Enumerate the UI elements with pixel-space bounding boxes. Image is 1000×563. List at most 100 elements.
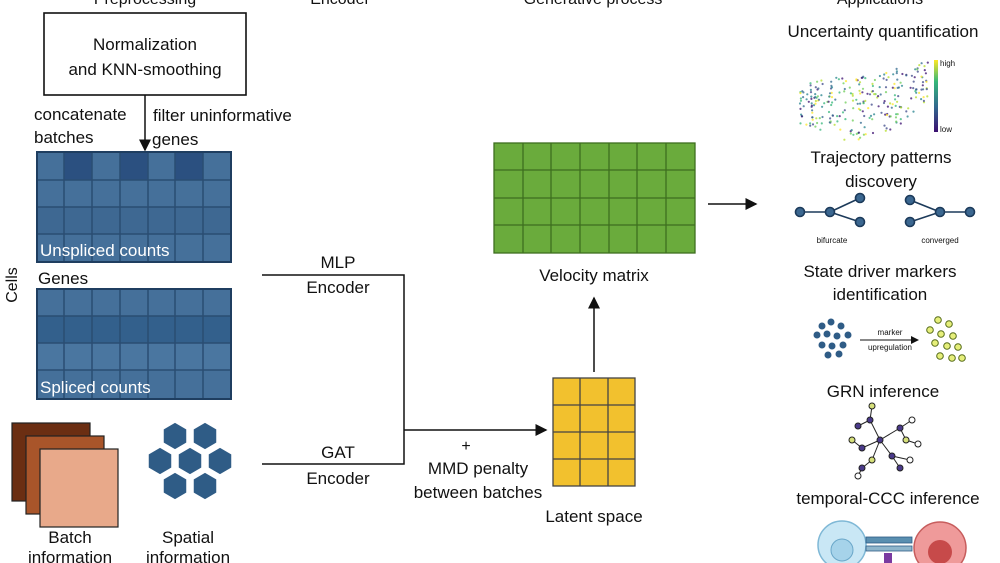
scatter-point bbox=[835, 76, 838, 79]
scatter-point bbox=[810, 102, 813, 105]
scatter-point bbox=[895, 113, 898, 116]
section-applications: Applications bbox=[837, 0, 923, 8]
scatter-point bbox=[905, 74, 908, 77]
batch-label-2: information bbox=[28, 548, 112, 563]
ccc-cells-icon bbox=[817, 520, 967, 563]
scatter-point bbox=[891, 86, 894, 89]
scatter-point bbox=[901, 72, 904, 76]
plus-label: + bbox=[461, 438, 470, 455]
scatter-point bbox=[884, 86, 888, 89]
scatter-point bbox=[810, 95, 813, 98]
scatter-point bbox=[915, 91, 918, 94]
legend-high: high bbox=[940, 59, 955, 68]
scatter-point bbox=[909, 86, 912, 89]
scatter-point bbox=[884, 113, 887, 116]
scatter-point bbox=[852, 133, 855, 136]
scatter-point bbox=[800, 115, 804, 118]
scatter-point bbox=[799, 107, 802, 110]
scatter-point bbox=[877, 95, 880, 98]
scatter-point bbox=[873, 113, 876, 116]
preprocess-box-line1: Normalization bbox=[93, 35, 197, 54]
scatter-point bbox=[802, 105, 805, 108]
scatter-point bbox=[861, 91, 864, 94]
scatter-point bbox=[878, 74, 882, 78]
scatter-point bbox=[828, 95, 831, 98]
scatter-point bbox=[843, 90, 846, 93]
scatter-point bbox=[827, 100, 830, 103]
scatter-point bbox=[838, 115, 841, 118]
scatter-point bbox=[817, 98, 821, 101]
scatter-point bbox=[889, 128, 892, 131]
scatter-point bbox=[844, 118, 847, 121]
scatter-point bbox=[831, 101, 834, 104]
scatter-point bbox=[848, 86, 851, 89]
scatter-point bbox=[841, 77, 844, 80]
scatter-point bbox=[810, 104, 814, 107]
scatter-point bbox=[836, 120, 839, 123]
scatter-point bbox=[864, 133, 867, 136]
scatter-point bbox=[925, 80, 928, 83]
scatter-point bbox=[914, 96, 918, 99]
section-encoder: Encoder bbox=[310, 0, 370, 8]
scatter-point bbox=[864, 99, 867, 102]
scatter-point bbox=[861, 87, 865, 90]
scatter-point bbox=[893, 87, 896, 90]
scatter-point bbox=[915, 88, 918, 91]
scatter-point bbox=[844, 101, 847, 104]
batch-label-1: Batch bbox=[48, 528, 91, 547]
scatter-point bbox=[878, 86, 881, 89]
scatter-point bbox=[885, 78, 888, 81]
scatter-point bbox=[869, 114, 873, 117]
scatter-point bbox=[810, 97, 813, 100]
scatter-point bbox=[823, 102, 826, 105]
spliced-matrix bbox=[36, 288, 232, 400]
scatter-point bbox=[895, 120, 898, 123]
app-uncertainty-title: Uncertainty quantification bbox=[788, 22, 979, 41]
scatter-point bbox=[910, 97, 913, 100]
legend-low: low bbox=[940, 125, 952, 134]
scatter-point bbox=[814, 86, 817, 89]
scatter-point bbox=[925, 88, 928, 91]
velocity-grid bbox=[493, 142, 696, 254]
scatter-point bbox=[905, 110, 908, 113]
scatter-point bbox=[912, 87, 915, 90]
app-trajectory-title-2: discovery bbox=[845, 172, 917, 191]
scatter-point bbox=[868, 116, 871, 119]
scatter-point bbox=[912, 110, 915, 113]
mlp-label-2: Encoder bbox=[306, 278, 370, 297]
scatter-point bbox=[879, 93, 882, 96]
scatter-point bbox=[858, 81, 862, 84]
scatter-point bbox=[916, 70, 919, 73]
scatter-point bbox=[893, 94, 897, 97]
scatter-point bbox=[922, 96, 925, 99]
scatter-point bbox=[910, 74, 914, 77]
scatter-point bbox=[809, 122, 812, 125]
scatter-point bbox=[920, 88, 923, 91]
scatter-point bbox=[896, 78, 899, 81]
scatter-point bbox=[855, 98, 858, 101]
scatter-point bbox=[842, 82, 845, 85]
scatter-point bbox=[877, 105, 880, 108]
scatter-point bbox=[896, 100, 899, 103]
scatter-point bbox=[920, 98, 923, 101]
scatter-point bbox=[811, 118, 814, 121]
scatter-point bbox=[883, 124, 886, 127]
scatter-point bbox=[900, 84, 904, 87]
scatter-point bbox=[830, 80, 833, 83]
scatter-point bbox=[887, 76, 890, 79]
driver-cluster-left-icon bbox=[813, 318, 852, 359]
driver-cluster-right-icon bbox=[926, 316, 966, 362]
scatter-point bbox=[896, 113, 899, 116]
scatter-point bbox=[885, 113, 889, 117]
scatter-point bbox=[852, 107, 855, 110]
scatter-point bbox=[856, 102, 859, 105]
cells-label: Cells bbox=[4, 267, 21, 303]
converged-label: converged bbox=[921, 236, 958, 245]
scatter-point bbox=[843, 109, 846, 112]
scatter-point bbox=[907, 107, 910, 110]
scatter-point bbox=[913, 76, 916, 79]
scatter-point bbox=[861, 110, 864, 113]
scatter-point bbox=[830, 96, 834, 99]
spatial-hexagons-icon bbox=[147, 421, 233, 501]
scatter-point bbox=[851, 119, 854, 122]
